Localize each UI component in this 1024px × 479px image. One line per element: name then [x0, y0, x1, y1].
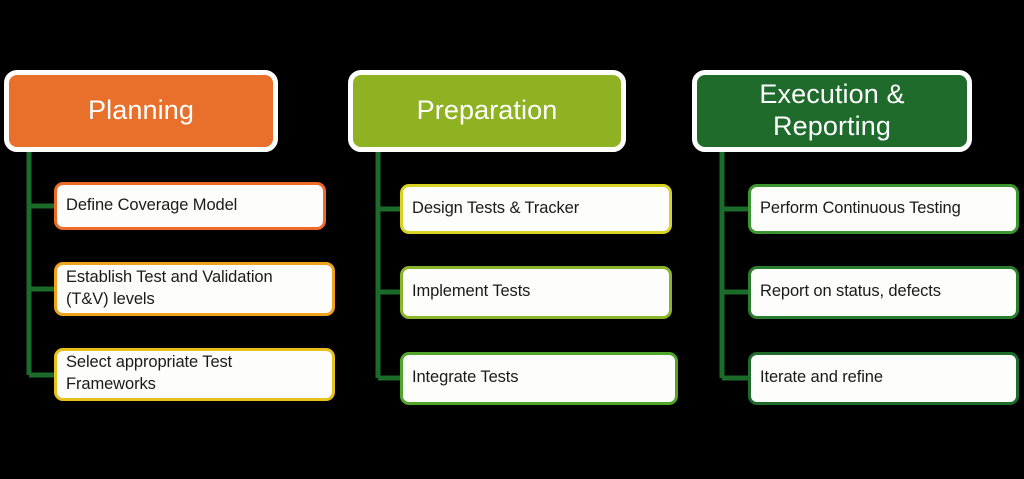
- step-box-establish-tv-levels[interactable]: Establish Test and Validation (T&V) leve…: [54, 262, 335, 316]
- step-box-implement-tests[interactable]: Implement Tests: [400, 266, 672, 319]
- step-label: Perform Continuous Testing: [760, 198, 961, 217]
- step-label: Define Coverage Model: [66, 195, 238, 214]
- step-box-integrate-tests[interactable]: Integrate Tests: [400, 352, 678, 405]
- step-label: Report on status, defects: [760, 282, 941, 301]
- step-box-design-tests-tracker[interactable]: Design Tests & Tracker: [400, 184, 672, 234]
- phase-header-preparation[interactable]: Preparation: [348, 70, 626, 152]
- step-label: Integrate Tests: [412, 368, 519, 387]
- step-label: Iterate and refine: [760, 368, 883, 387]
- phase-header-preparation-label: Preparation: [416, 95, 558, 126]
- phase-header-planning-label: Planning: [88, 95, 194, 126]
- step-label: Design Tests & Tracker: [412, 198, 580, 217]
- step-box-report-status-defects[interactable]: Report on status, defects: [748, 266, 1019, 319]
- step-label: Select appropriate Test Frameworks: [66, 353, 233, 393]
- step-box-iterate-and-refine[interactable]: Iterate and refine: [748, 352, 1019, 405]
- step-label: Implement Tests: [412, 282, 531, 301]
- phase-header-execution-reporting-label: Execution & Reporting: [759, 79, 905, 141]
- step-box-perform-continuous-testing[interactable]: Perform Continuous Testing: [748, 184, 1019, 234]
- step-label: Establish Test and Validation (T&V) leve…: [66, 267, 273, 308]
- phase-header-execution-reporting[interactable]: Execution & Reporting: [692, 70, 972, 152]
- step-box-define-coverage-model[interactable]: Define Coverage Model: [54, 182, 326, 230]
- step-box-select-test-frameworks[interactable]: Select appropriate Test Frameworks: [54, 348, 335, 401]
- phase-header-planning[interactable]: Planning: [4, 70, 278, 152]
